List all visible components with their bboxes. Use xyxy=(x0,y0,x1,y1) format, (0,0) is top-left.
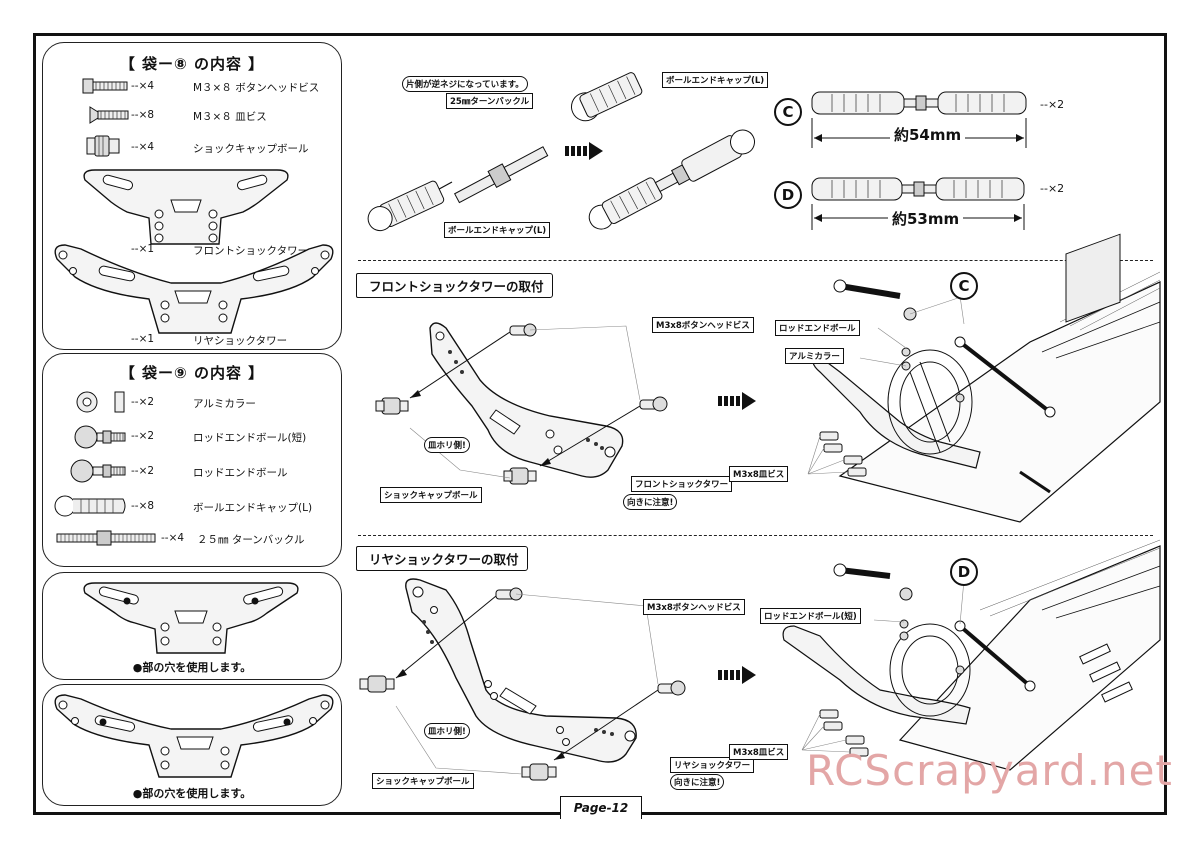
rear-tower-name: リヤショックタワー xyxy=(193,335,288,347)
bag8-name-1: M３×８ ボタンヘッドビス xyxy=(193,82,320,94)
rear-rod-end-ball-short-label: ロッドエンドボール(短) xyxy=(760,608,861,624)
rear-shock-tower-part xyxy=(54,244,334,334)
turnbuckle-25mm-label: 25㎜ターンバックル xyxy=(446,93,534,109)
front-tower-label: フロントショックタワー xyxy=(631,476,733,492)
rod-end-ball-short-icon xyxy=(74,425,126,449)
aluminum-collar-icon xyxy=(76,391,125,413)
rear-chassis-diagram xyxy=(782,539,1161,771)
bag8-panel: 【 袋ー⑧ の内容 】 --×4 M３×８ ボタンヘッドビス --×8 M３×８… xyxy=(42,42,342,350)
rear-section-heading: リヤショックタワーの取付 xyxy=(356,546,528,571)
front-holes-panel: ●部の穴を使用します。 xyxy=(42,572,342,680)
front-arrow-icon xyxy=(718,392,756,410)
bag8-title: 【 袋ー⑧ の内容 】 xyxy=(119,55,265,73)
bag9-qty-2: --×2 xyxy=(131,430,155,442)
countersunk-screw-icon xyxy=(89,106,129,124)
rear-orientation-note: 向きに注意! xyxy=(670,774,725,790)
bag9-name-2: ロッドエンドボール(短) xyxy=(193,432,307,444)
bag8-qty-1: --×4 xyxy=(131,80,155,92)
rear-arrow-icon xyxy=(718,666,756,684)
rod-c-marker: C xyxy=(774,98,802,126)
divider-bottom xyxy=(358,535,1153,536)
bag9-name-4: ボールエンドキャップ(L) xyxy=(193,502,313,514)
turnbuckle-assembly-diagram xyxy=(367,72,756,232)
rear-countersink-note: 皿ホリ側! xyxy=(424,723,470,739)
bag9-name-3: ロッドエンドボール xyxy=(193,467,288,479)
rod-d-marker: D xyxy=(774,181,802,209)
rear-holes-panel: ●部の穴を使用します。 xyxy=(42,684,342,806)
rod-d-length: 約53mm xyxy=(888,208,964,229)
rod-d-qty: --×2 xyxy=(1040,182,1065,195)
page-number-label: Page-12 xyxy=(560,796,642,819)
rod-d-diagram xyxy=(811,177,1025,230)
front-shock-tower-part xyxy=(83,169,289,245)
rod-end-ball-icon xyxy=(70,459,126,483)
turnbuckle-icon xyxy=(56,530,156,546)
front-rod-c-marker: C xyxy=(950,272,978,300)
rod-c-length: 約54mm xyxy=(890,124,966,145)
bag8-qty-2: --×8 xyxy=(131,109,155,121)
bag9-qty-1: --×2 xyxy=(131,396,155,408)
bag9-qty-4: --×8 xyxy=(131,500,155,512)
front-aluminum-collar-label: アルミカラー xyxy=(785,348,844,364)
ball-end-cap-label-top: ボールエンドキャップ(L) xyxy=(662,72,769,88)
rear-tower-qty: --×1 xyxy=(131,333,155,345)
ball-end-cap-icon xyxy=(54,495,126,517)
bag8-name-2: M３×８ 皿ビス xyxy=(193,111,267,123)
rear-screw-label: M3x8ボタンヘッドビス xyxy=(643,599,745,615)
bag9-name-1: アルミカラー xyxy=(193,398,256,410)
front-tower-holes-diagram xyxy=(83,582,299,654)
front-tower-exploded-diagram xyxy=(375,322,756,485)
bag8-name-3: ショックキャップボール xyxy=(193,143,309,155)
rear-tower-label: リヤショックタワー xyxy=(670,757,755,773)
rear-rod-d-marker: D xyxy=(950,558,978,586)
rear-tower-holes-diagram xyxy=(54,694,334,778)
bag9-title: 【 袋ー⑨ の内容 】 xyxy=(119,364,265,382)
rear-shock-cap-ball-label: ショックキャップボール xyxy=(372,773,474,789)
front-tower-name: フロントショックタワー xyxy=(193,245,309,257)
bag9-name-5: ２５㎜ ターンバックル xyxy=(197,534,305,546)
front-tower-qty: --×1 xyxy=(131,243,155,255)
front-flat-screw-label: M3x8皿ビス xyxy=(729,466,789,482)
reverse-thread-label: 片側が逆ネジになっています。 xyxy=(402,76,528,92)
ball-end-cap-label-bottom: ボールエンドキャップ(L) xyxy=(444,222,551,238)
watermark-text: RCScrapyard.net xyxy=(806,746,1173,795)
bag9-panel: 【 袋ー⑨ の内容 】 --×2 アルミカラー --×2 ロッドエンドボール(短… xyxy=(42,353,342,567)
bag8-qty-3: --×4 xyxy=(131,141,155,153)
rear-flat-screw-label: M3x8皿ビス xyxy=(729,744,789,760)
bag9-qty-5: --×4 xyxy=(161,532,185,544)
front-chassis-diagram xyxy=(807,233,1161,523)
front-shock-cap-ball-label: ショックキャップボール xyxy=(380,487,482,503)
front-screw-label: M3x8ボタンヘッドビス xyxy=(652,317,754,333)
rear-holes-note: ●部の穴を使用します。 xyxy=(132,787,252,800)
assembly-arrow-icon xyxy=(565,142,603,160)
bag9-qty-3: --×2 xyxy=(131,465,155,477)
shock-cap-ball-icon xyxy=(86,135,120,157)
rod-c-qty: --×2 xyxy=(1040,98,1065,111)
front-orientation-note: 向きに注意! xyxy=(623,494,678,510)
front-rod-end-ball-label: ロッドエンドボール xyxy=(775,320,860,336)
front-holes-note: ●部の穴を使用します。 xyxy=(132,661,252,674)
rod-c-diagram xyxy=(811,91,1027,148)
button-head-screw-icon xyxy=(82,78,128,94)
front-countersink-note: 皿ホリ側! xyxy=(424,437,470,453)
front-section-heading: フロントショックタワーの取付 xyxy=(356,273,553,298)
divider-top xyxy=(358,260,1153,261)
